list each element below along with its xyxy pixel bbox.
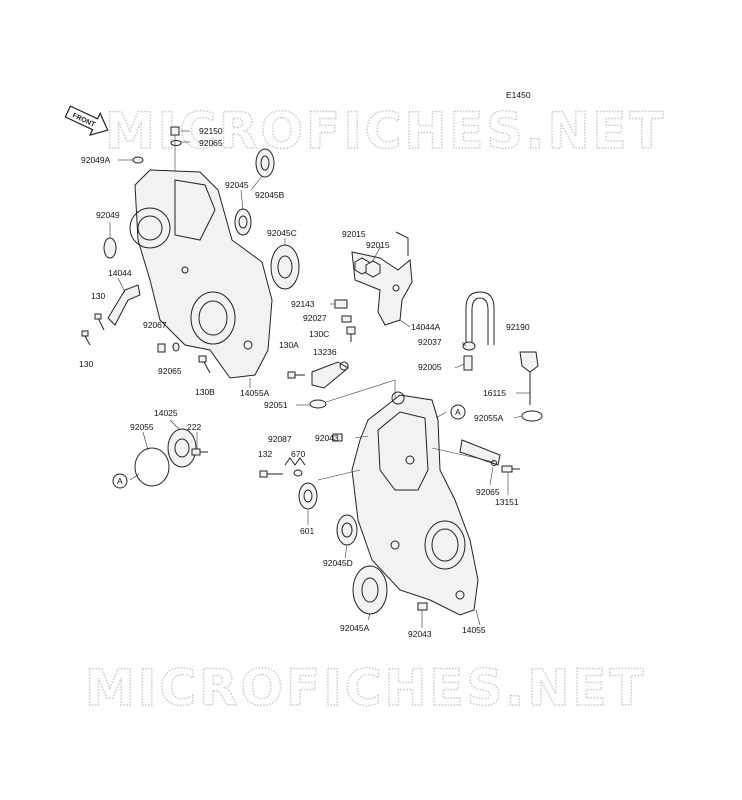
label-130: 130 (91, 291, 105, 301)
label-92049A: 92049A (81, 155, 111, 165)
label-92045B: 92045B (255, 190, 285, 200)
label-92190: 92190 (506, 322, 530, 332)
callout-a-case: A (450, 404, 466, 420)
watermark-top: MICROFICHES.NET (105, 102, 667, 160)
label-92045: 92045 (225, 180, 249, 190)
label-130A: 130A (279, 340, 299, 350)
label-601: 601 (300, 526, 314, 536)
callout-a-cover: A (112, 473, 128, 489)
label-14044A: 14044A (411, 322, 441, 332)
label-92065: 92065 (199, 138, 223, 148)
label-92043: 92043 (408, 629, 432, 639)
label-92027: 92027 (303, 313, 327, 323)
label-14025: 14025 (154, 408, 178, 418)
label-92055: 92055 (130, 422, 154, 432)
label-92087: 92087 (268, 434, 292, 444)
label-92143: 92143 (291, 299, 315, 309)
upper-housing-drawing (81, 126, 300, 388)
label-92049: 92049 (96, 210, 120, 220)
label-92037: 92037 (418, 337, 442, 347)
label-130: 130 (79, 359, 93, 369)
label-92067: 92067 (143, 320, 167, 330)
label-222: 222 (187, 422, 201, 432)
svg-text:A: A (455, 407, 461, 417)
label-92065: 92065 (476, 487, 500, 497)
diagram-id: E1450 (506, 90, 531, 100)
label-16115: 16115 (483, 388, 506, 398)
label-14055A: 14055A (240, 388, 270, 398)
label-92043: 92043 (315, 433, 339, 443)
label-92045D: 92045D (323, 558, 353, 568)
label-92051: 92051 (264, 400, 288, 410)
label-92055A: 92055A (474, 413, 504, 423)
label-14044: 14044 (108, 268, 132, 278)
lower-case-drawing (259, 391, 520, 628)
label-92015: 92015 (342, 229, 366, 239)
label-14055: 14055 (462, 625, 486, 635)
label-13236: 13236 (313, 347, 337, 357)
label-132: 132 (258, 449, 272, 459)
label-92005: 92005 (418, 362, 442, 372)
label-130B: 130B (195, 387, 215, 397)
label-92150: 92150 (199, 126, 223, 136)
label-92015: 92015 (366, 240, 390, 250)
label-130C: 130C (309, 329, 329, 339)
cover-assembly-drawing (129, 419, 208, 487)
label-670: 670 (291, 449, 305, 459)
label-13151: 13151 (495, 497, 519, 507)
svg-text:A: A (117, 476, 123, 486)
label-92045C: 92045C (267, 228, 297, 238)
watermark-bottom: MICROFICHES.NET (85, 659, 647, 717)
label-92065: 92065 (158, 366, 182, 376)
part-labels: 92150 92065 92049A 92045 92045B 92049 92… (79, 126, 530, 639)
label-92045A: 92045A (340, 623, 370, 633)
